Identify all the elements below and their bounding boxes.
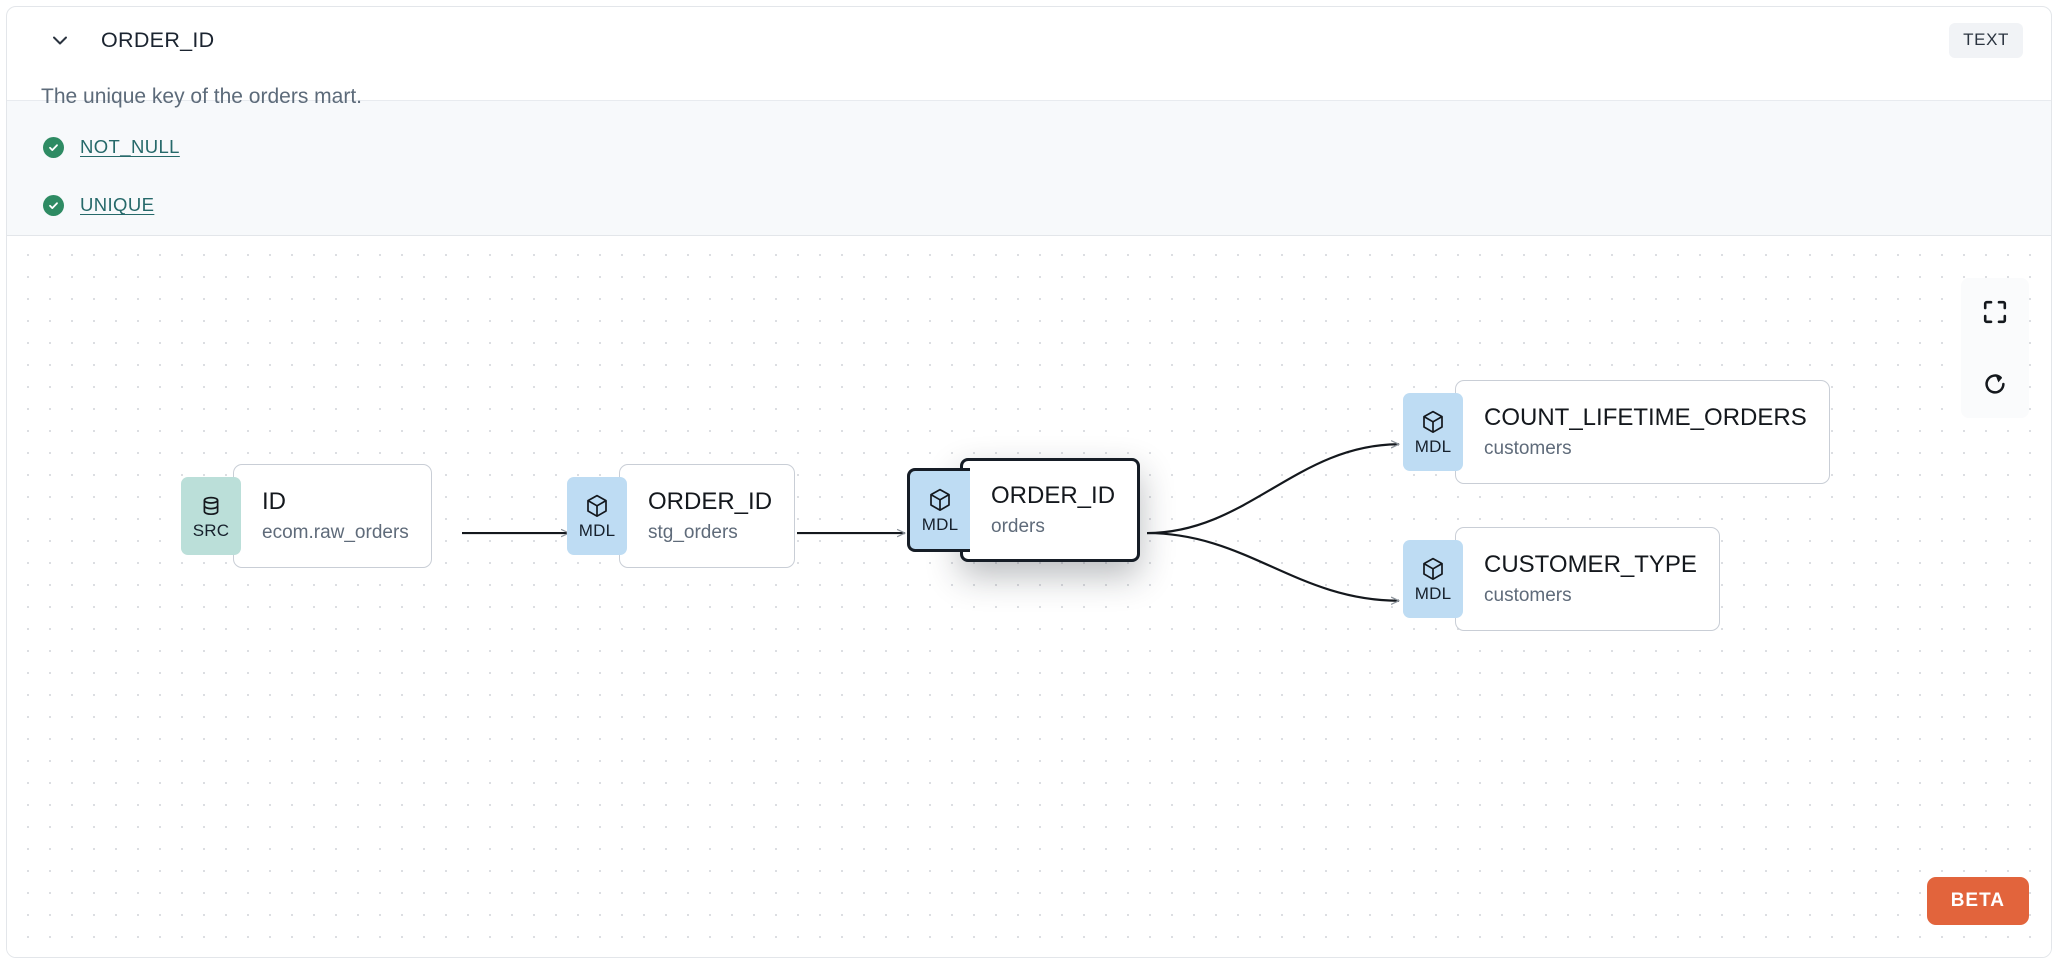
node-badge-mdl: MDL	[1403, 393, 1463, 471]
beta-badge[interactable]: BETA	[1926, 877, 2029, 925]
node-body: CUSTOMER_TYPE customers	[1455, 527, 1720, 631]
node-badge-src: SRC	[181, 477, 241, 555]
test-link-not-null[interactable]: NOT_NULL	[80, 136, 180, 157]
cube-icon	[1420, 556, 1446, 582]
panel-header: ORDER_ID TEXT The unique key of the orde…	[7, 7, 2051, 108]
node-badge-label: MDL	[921, 515, 959, 534]
cube-icon	[927, 487, 953, 513]
node-body: ID ecom.raw_orders	[233, 464, 432, 568]
reload-button[interactable]	[1961, 350, 2029, 418]
node-column-name: ORDER_ID	[991, 481, 1116, 509]
column-detail-panel: ORDER_ID TEXT The unique key of the orde…	[6, 6, 2052, 958]
node-column-name: ID	[262, 487, 286, 515]
node-resource-name: stg_orders	[648, 522, 738, 544]
edge-orders-to-count	[1146, 444, 1399, 535]
lineage-node-selected[interactable]: MDL ORDER_ID orders	[907, 458, 1141, 562]
tests-section: NOT_NULL UNIQUE	[7, 100, 2051, 236]
cube-icon	[584, 493, 610, 519]
node-column-name: CUSTOMER_TYPE	[1484, 550, 1697, 578]
fit-view-button[interactable]	[1961, 278, 2029, 346]
node-resource-name: customers	[1484, 585, 1572, 607]
node-badge-mdl: MDL	[567, 477, 627, 555]
fullscreen-icon	[1982, 299, 2008, 325]
node-badge-label: MDL	[578, 521, 616, 540]
edge-orders-to-customer-type	[1146, 531, 1399, 601]
node-badge-mdl: MDL	[907, 468, 970, 552]
test-link-unique[interactable]: UNIQUE	[80, 194, 155, 215]
lineage-edges	[462, 236, 2051, 957]
node-body: COUNT_LIFETIME_ORDERS customers	[1455, 380, 1830, 484]
node-badge-label: SRC	[192, 521, 230, 540]
lineage-node[interactable]: MDL ORDER_ID stg_orders	[567, 464, 796, 568]
node-badge-mdl: MDL	[1403, 540, 1463, 618]
lineage-node[interactable]: MDL COUNT_LIFETIME_ORDERS customers	[1403, 380, 1830, 484]
node-column-name: COUNT_LIFETIME_ORDERS	[1484, 403, 1807, 431]
database-icon	[198, 493, 224, 519]
lineage-canvas[interactable]: SRC ID ecom.raw_orders MDL ORDE	[7, 236, 2051, 957]
test-row: NOT_NULL	[7, 118, 2051, 176]
check-circle-icon	[43, 136, 64, 158]
chevron-down-icon[interactable]	[43, 23, 77, 57]
node-column-name: ORDER_ID	[648, 487, 773, 515]
test-row: UNIQUE	[7, 176, 2051, 234]
node-resource-name: customers	[1484, 438, 1572, 460]
data-type-badge: TEXT	[1949, 22, 2023, 58]
canvas-controls	[1961, 278, 2029, 418]
cube-icon	[1420, 409, 1446, 435]
lineage-node[interactable]: SRC ID ecom.raw_orders	[181, 464, 432, 568]
node-body: ORDER_ID orders	[960, 458, 1141, 562]
check-circle-icon	[43, 194, 64, 216]
node-resource-name: orders	[991, 516, 1045, 538]
page-title: ORDER_ID	[101, 27, 215, 52]
lineage-node[interactable]: MDL CUSTOMER_TYPE customers	[1403, 527, 1720, 631]
column-description: The unique key of the orders mart.	[41, 85, 362, 108]
node-badge-label: MDL	[1414, 437, 1452, 456]
node-badge-label: MDL	[1414, 584, 1452, 603]
node-body: ORDER_ID stg_orders	[619, 464, 796, 568]
refresh-icon	[1981, 370, 2009, 398]
node-resource-name: ecom.raw_orders	[262, 522, 409, 544]
